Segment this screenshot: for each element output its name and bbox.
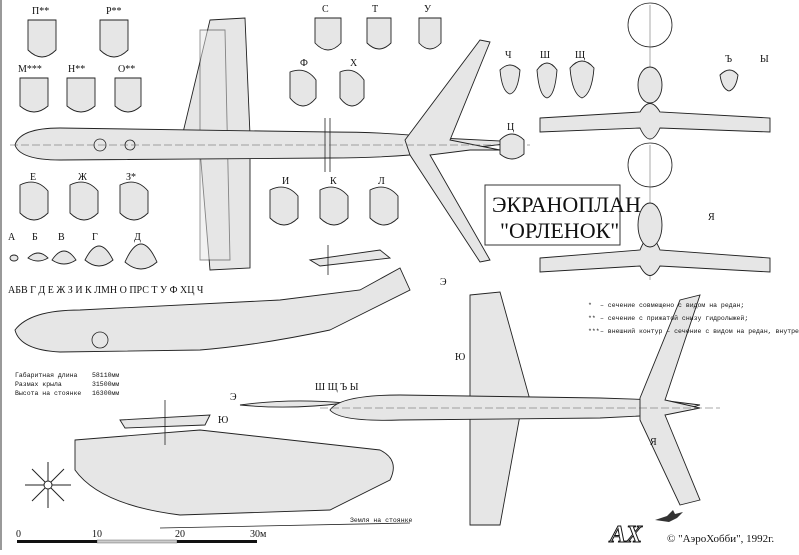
svg-text:**: ** bbox=[588, 315, 596, 322]
svg-text:Ю: Ю bbox=[455, 352, 465, 363]
svg-text:Г: Г bbox=[92, 232, 98, 243]
front-views: Я bbox=[539, 2, 771, 280]
aerohobby-logo: АХ bbox=[608, 510, 683, 549]
svg-text:Х: Х bbox=[350, 58, 358, 69]
svg-text:***: *** bbox=[588, 328, 600, 335]
svg-text:Размах крыла: Размах крыла bbox=[15, 381, 62, 388]
svg-text:О**: О** bbox=[118, 64, 135, 75]
svg-text:И: И bbox=[282, 176, 289, 187]
scale-bar: 0 10 20 30м bbox=[16, 529, 267, 544]
propeller-front-view bbox=[25, 462, 71, 508]
svg-text:Земля на стоянке: Земля на стоянке bbox=[350, 517, 413, 524]
svg-text:31500мм: 31500мм bbox=[92, 381, 119, 388]
svg-text:З*: З* bbox=[126, 172, 136, 183]
svg-text:П**: П** bbox=[32, 6, 49, 17]
svg-text:Е: Е bbox=[30, 172, 36, 183]
svg-text:– внешний контур – сечение с в: – внешний контур – сечение с видом на ре… bbox=[600, 327, 799, 335]
drawing-title: ЭКРАНОПЛАН "ОРЛЕНОК" bbox=[484, 184, 641, 246]
svg-text:– сечение с прижатой снизу гид: – сечение с прижатой снизу гидролыжей; bbox=[600, 314, 748, 322]
svg-text:Н**: Н** bbox=[68, 64, 85, 75]
bottom-view-aircraft: Э Ю Я bbox=[320, 277, 720, 526]
svg-text:*: * bbox=[588, 302, 592, 309]
top-view-aircraft bbox=[10, 17, 530, 271]
section-labels: П** Р** С Т У М*** Н** О** Ф Х Е Ж З* И … bbox=[8, 4, 769, 243]
svg-text:А: А bbox=[8, 232, 16, 243]
svg-text:Ч: Ч bbox=[505, 50, 512, 61]
svg-text:Я: Я bbox=[650, 437, 657, 448]
svg-text:В: В bbox=[58, 232, 65, 243]
svg-text:Ы: Ы bbox=[760, 54, 769, 65]
svg-text:Высота на стоянке: Высота на стоянке bbox=[15, 390, 81, 397]
svg-text:30м: 30м bbox=[250, 529, 267, 540]
svg-text:Ц: Ц bbox=[507, 122, 514, 133]
svg-text:Э: Э bbox=[440, 277, 447, 288]
svg-text:Ф: Ф bbox=[300, 58, 308, 69]
svg-text:10: 10 bbox=[92, 529, 102, 540]
svg-text:Э: Э bbox=[230, 392, 237, 403]
copyright: © "АэроХобби", 1992г. bbox=[667, 533, 774, 545]
svg-text:Т: Т bbox=[372, 4, 378, 15]
svg-text:Д: Д bbox=[134, 232, 141, 243]
svg-text:Щ: Щ bbox=[575, 50, 585, 61]
svg-text:АБВ Г Д Е Ж З И К ЛМН О ПРС Т: АБВ Г Д Е Ж З И К ЛМН О ПРС Т У Ф ХЦ Ч bbox=[8, 285, 204, 296]
svg-text:Ю: Ю bbox=[218, 415, 228, 426]
notes: * – сечение совмещено с видом на редан; … bbox=[588, 302, 799, 335]
svg-text:20: 20 bbox=[175, 529, 185, 540]
side-view-stations: АБВ Г Д Е Ж З И К ЛМН О ПРС Т У Ф ХЦ Ч Ш… bbox=[8, 245, 411, 393]
svg-text:АХ: АХ bbox=[608, 522, 643, 548]
svg-text:Ш Щ Ъ Ы: Ш Щ Ъ Ы bbox=[315, 382, 359, 393]
svg-text:С: С bbox=[322, 4, 329, 15]
svg-text:М***: М*** bbox=[18, 64, 42, 75]
svg-text:0: 0 bbox=[16, 529, 21, 540]
svg-text:"ОРЛЕНОК": "ОРЛЕНОК" bbox=[500, 218, 619, 243]
specs-table: Габаритная длина 58110мм Размах крыла 31… bbox=[15, 371, 119, 397]
svg-text:– сечение совмещено с видом на: – сечение совмещено с видом на редан; bbox=[600, 302, 744, 309]
svg-text:58110мм: 58110мм bbox=[92, 372, 119, 379]
cross-sections bbox=[9, 17, 739, 270]
svg-text:16300мм: 16300мм bbox=[92, 390, 119, 397]
svg-text:ЭКРАНОПЛАН: ЭКРАНОПЛАН bbox=[492, 192, 641, 217]
svg-text:Я: Я bbox=[708, 212, 715, 223]
svg-text:К: К bbox=[330, 176, 337, 187]
side-view-bottom: Э Ю Земля на стоянке bbox=[25, 392, 413, 529]
svg-text:Ж: Ж bbox=[78, 172, 87, 183]
svg-text:Габаритная длина: Габаритная длина bbox=[15, 371, 78, 379]
svg-text:Л: Л bbox=[378, 176, 385, 187]
svg-text:Б: Б bbox=[32, 232, 38, 243]
svg-text:Ъ: Ъ bbox=[725, 54, 732, 65]
svg-text:У: У bbox=[424, 4, 432, 15]
svg-text:Ш: Ш bbox=[540, 50, 550, 61]
svg-text:Р**: Р** bbox=[106, 6, 122, 17]
